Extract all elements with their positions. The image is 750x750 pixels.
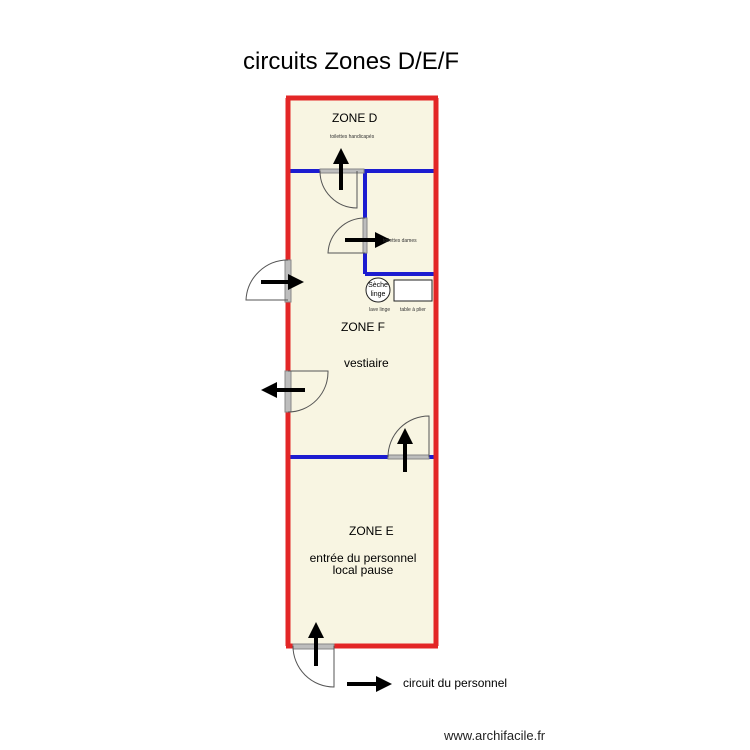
zone-d-label: ZONE D (332, 111, 378, 125)
zone-e-label: ZONE E (349, 524, 394, 538)
zone-e-room-line1: entrée du personnel (309, 551, 417, 565)
footer-watermark: www.archifacile.fr (444, 728, 546, 743)
zone-f-room-label: vestiaire (344, 356, 389, 370)
zone-e-room-label: entrée du personnel local pause (296, 552, 430, 576)
outer-walls (285, 95, 439, 649)
zone-e-room-line2: local pause (332, 563, 394, 577)
zone-d-room-label: toilettes handicapés (330, 134, 375, 140)
floor-area (288, 98, 436, 646)
dryer-label: Sèche linge (366, 281, 390, 299)
circulation-arrows (261, 148, 413, 692)
zone-f-label: ZONE F (341, 320, 385, 334)
washer-label: lave linge (369, 307, 391, 313)
table-label: table à plier (400, 307, 426, 313)
dryer-label-line2: linge (370, 291, 386, 298)
door-zone-e (387, 415, 430, 460)
folding-table-symbol (393, 279, 433, 302)
toilettes-dames-label: toilettes dames (383, 238, 417, 244)
dryer-symbol (365, 277, 391, 303)
door-toilettes-dames (327, 217, 368, 254)
legend-label: circuit du personnel (403, 676, 508, 690)
dryer-label-line1: Sèche (368, 282, 388, 289)
door-entrance (292, 643, 335, 688)
inner-walls (288, 169, 436, 459)
plan-title: circuits Zones D/E/F (243, 48, 460, 75)
